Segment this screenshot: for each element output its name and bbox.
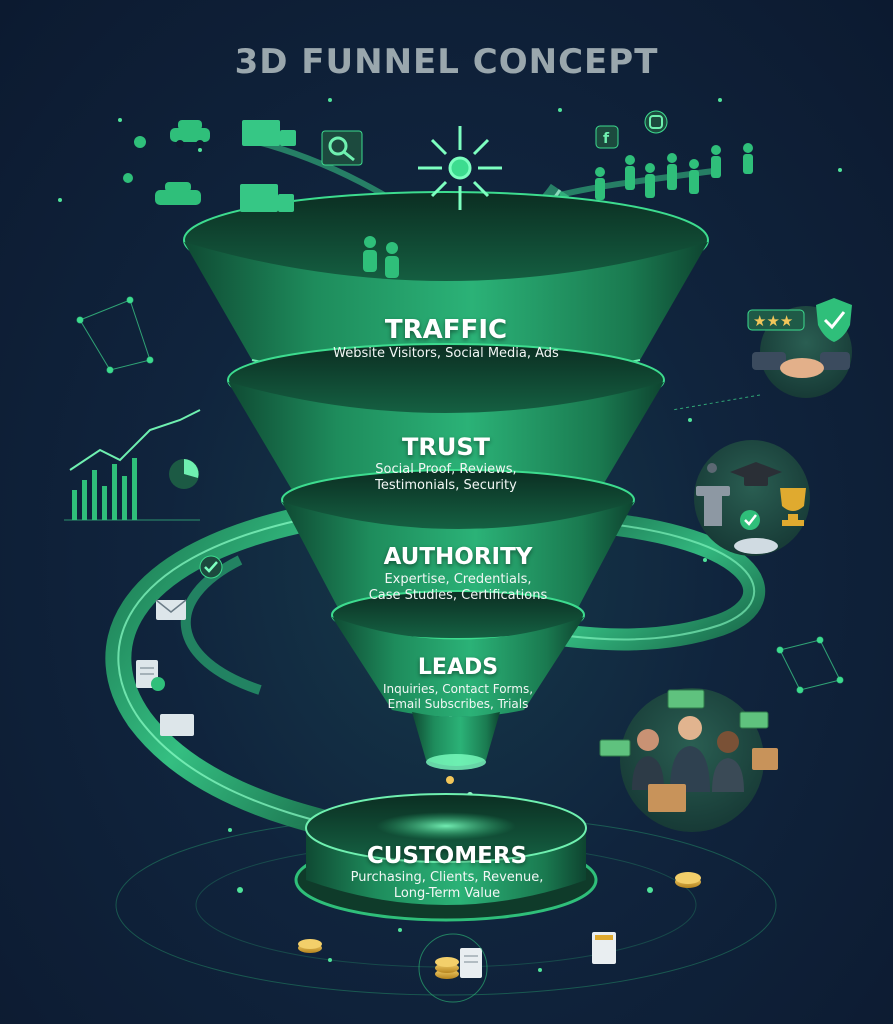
stage-description-authority-line1: Expertise, Credentials, [384, 572, 532, 587]
target-icon [418, 126, 502, 210]
stage-customers: CUSTOMERS Purchasing, Clients, Revenue, … [316, 842, 578, 902]
funnel-spout [412, 712, 500, 770]
stage-description-trust-line2: Testimonials, Security [375, 478, 517, 493]
stage-description-leads-line2: Email Subscribes, Trials [387, 697, 529, 711]
envelope-icon [155, 599, 187, 620]
stage-leads: LEADS Inquiries, Contact Forms, Email Su… [348, 654, 568, 712]
podium-icon [696, 463, 730, 526]
stage-description-traffic: Website Visitors, Social Media, Ads [333, 346, 559, 361]
trophy-icon [780, 488, 806, 526]
car-icon [155, 120, 210, 205]
dollar-bill-icon [599, 689, 769, 757]
stage-title-traffic: TRAFFIC [384, 315, 508, 345]
stage-description-leads-line1: Inquiries, Contact Forms, [382, 682, 534, 696]
facebook-icon: f [595, 125, 619, 149]
network-icon [76, 296, 844, 694]
stage-description-customers-line1: Purchasing, Clients, Revenue, [350, 870, 544, 885]
document-icon [136, 660, 194, 736]
funnel-tier-authority [281, 469, 635, 621]
stage-description-customers-line2: Long-Term Value [393, 886, 501, 901]
bar-chart-icon [64, 409, 201, 521]
svg-text:★★★: ★★★ [753, 312, 793, 330]
stage-description-authority-line2: Case Studies, Certifications [368, 588, 548, 603]
box-icon [648, 748, 778, 812]
svg-text:f: f [603, 131, 610, 147]
stage-description-trust-line1: Social Proof, Reviews, [375, 462, 517, 477]
page-title: 3D FUNNEL CONCEPT [234, 42, 659, 82]
shield-check-icon [816, 298, 852, 342]
customers-base [294, 793, 598, 922]
stage-title-trust: TRUST [402, 433, 490, 461]
receipt-icon [460, 932, 616, 978]
truck-icon [240, 120, 296, 212]
stage-title-customers: CUSTOMERS [366, 843, 528, 869]
stage-title-leads: LEADS [417, 655, 499, 680]
stage-title-authority: AUTHORITY [383, 544, 533, 570]
checkmark-icon [740, 510, 760, 530]
instagram-icon [644, 110, 668, 134]
pie-chart-icon [169, 459, 199, 489]
customers-team-badge [599, 688, 778, 832]
trust-badge: ★★★ [747, 298, 852, 398]
funnel-tier-leads [331, 590, 585, 717]
handshake-icon [752, 352, 850, 378]
handshake-icon [734, 538, 778, 554]
stage-authority: AUTHORITY Expertise, Credentials, Case S… [338, 542, 578, 604]
checkmark-icon [199, 555, 223, 579]
stage-traffic: TRAFFIC Website Visitors, Social Media, … [300, 314, 592, 362]
search-icon [321, 130, 363, 166]
map-pin-icon [123, 136, 146, 183]
stars-rating-icon: ★★★ [747, 309, 805, 331]
stage-trust: TRUST Social Proof, Reviews, Testimonial… [330, 432, 562, 494]
authority-badge [694, 440, 810, 556]
team-icon [632, 716, 744, 792]
coin-stack-icon [298, 872, 701, 979]
people-crowd-icon [363, 143, 753, 278]
graduation-cap-icon [730, 462, 782, 486]
